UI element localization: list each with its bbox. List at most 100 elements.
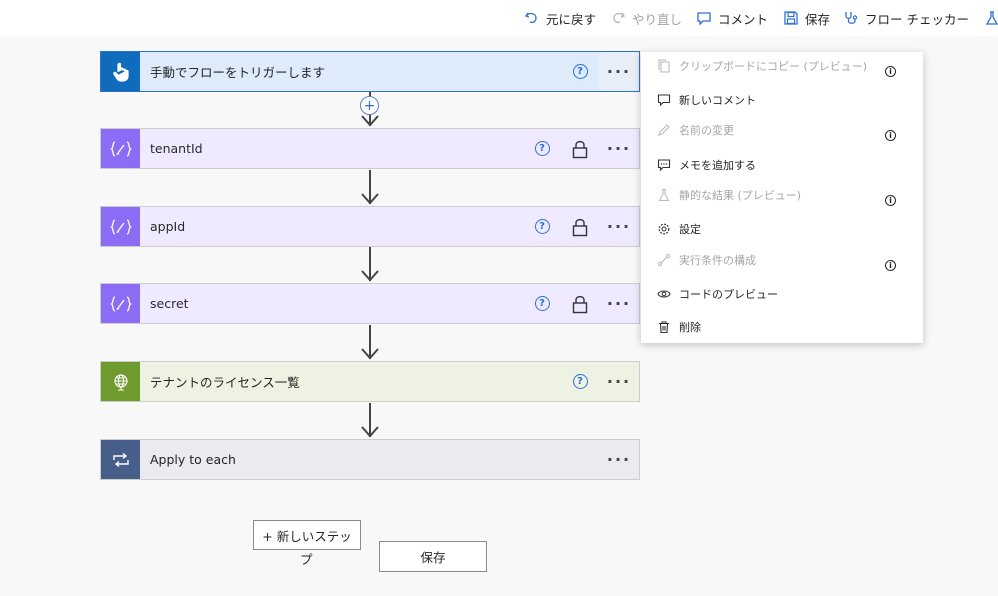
menu-item-rename[interactable]: 名前の変更 <box>657 120 734 140</box>
insert-step-button[interactable]: + <box>360 96 379 115</box>
menu-item-settings[interactable]: 設定 <box>657 219 701 239</box>
more-options-button[interactable]: ··· <box>606 450 632 469</box>
step-icon-box <box>101 129 140 168</box>
help-button[interactable]: ? <box>561 362 599 401</box>
lock-icon <box>572 140 588 158</box>
test-button[interactable] <box>984 8 998 28</box>
new-step-button[interactable]: + 新しいステッ <box>253 520 361 550</box>
step-icon-box <box>101 207 140 246</box>
info-icon[interactable]: i <box>885 66 896 77</box>
comment-icon <box>697 12 711 26</box>
connector-arrow <box>361 170 379 206</box>
redo-button[interactable]: やり直し <box>610 8 682 28</box>
step-icon-box <box>101 284 140 323</box>
more-options-button[interactable]: ··· <box>606 139 632 158</box>
undo-button[interactable]: 元に戻す <box>524 8 596 28</box>
undo-label: 元に戻す <box>546 11 597 27</box>
step-icon-box <box>101 52 140 91</box>
gear-icon <box>658 223 670 235</box>
info-icon[interactable]: i <box>885 260 896 271</box>
help-button[interactable]: ? <box>523 284 561 323</box>
lock-button[interactable] <box>561 207 599 246</box>
step-title: tenantId <box>150 141 203 156</box>
more-options-button[interactable]: ··· <box>606 294 632 313</box>
menu-item-label: 名前の変更 <box>679 124 734 137</box>
loop-icon <box>112 452 129 467</box>
help-button[interactable]: ? <box>523 207 561 246</box>
menu-item-label: 実行条件の構成 <box>679 254 756 267</box>
step-title: テナントのライセンス一覧 <box>150 375 300 390</box>
pencil-icon <box>658 124 670 136</box>
info-icon[interactable]: i <box>885 130 896 141</box>
save-toolbar-label: 保存 <box>805 11 831 27</box>
variable-icon <box>109 218 132 235</box>
step-card-secret[interactable]: secret ? ··· <box>100 283 640 324</box>
connector-icon <box>657 253 671 267</box>
comment-button[interactable]: コメント <box>696 8 768 28</box>
step-icon-box <box>101 440 140 479</box>
menu-item-label: 削除 <box>679 321 701 334</box>
step-card-appid[interactable]: appId ? ··· <box>100 206 640 247</box>
eye-icon <box>657 290 671 298</box>
menu-item-delete[interactable]: 削除 <box>657 317 701 337</box>
command-bar: 元に戻す やり直し コメント 保存 フロー チェッカー <box>0 0 998 36</box>
step-title: secret <box>150 296 189 311</box>
variable-icon <box>109 140 132 157</box>
comment-icon <box>657 94 671 107</box>
help-button[interactable]: ? <box>561 52 599 91</box>
globe-icon <box>113 373 128 391</box>
flow-checker-label: フロー チェッカー <box>865 11 969 27</box>
menu-item-label: メモを追加する <box>679 159 756 172</box>
connector-arrow <box>361 325 379 361</box>
lock-button[interactable] <box>561 129 599 168</box>
menu-item-static-result[interactable]: 静的な結果 (プレビュー) <box>657 185 801 205</box>
connector-arrow <box>361 403 379 439</box>
copy-icon <box>658 59 670 73</box>
help-button[interactable]: ? <box>523 129 561 168</box>
floppy-icon <box>784 11 798 25</box>
comment-label: コメント <box>718 11 769 27</box>
menu-item-label: 静的な結果 (プレビュー) <box>679 189 802 202</box>
save-toolbar-button[interactable]: 保存 <box>783 8 830 28</box>
step-card-license-list[interactable]: テナントのライセンス一覧 ? ··· <box>100 361 640 402</box>
undo-icon <box>524 12 537 24</box>
more-options-button[interactable]: ··· <box>599 52 639 91</box>
lock-button[interactable] <box>561 284 599 323</box>
help-icon: ? <box>534 219 550 234</box>
help-icon: ? <box>572 64 588 79</box>
help-icon: ? <box>534 296 550 311</box>
menu-item-new-comment[interactable]: 新しいコメント <box>657 90 756 110</box>
more-options-button[interactable]: ··· <box>606 217 632 236</box>
help-icon: ? <box>534 141 550 156</box>
redo-label: やり直し <box>632 11 683 27</box>
variable-icon <box>109 295 132 312</box>
stethoscope-icon <box>845 12 858 24</box>
flask-icon <box>658 188 670 202</box>
connector-arrow <box>361 247 379 283</box>
menu-item-copy-clipboard[interactable]: クリップボードにコピー (プレビュー) <box>657 56 867 76</box>
step-title: appId <box>150 219 186 234</box>
step-card-trigger[interactable]: 手動でフローをトリガーします ? ··· <box>100 51 640 92</box>
menu-item-label: クリップボードにコピー (プレビュー) <box>679 60 868 73</box>
lock-icon <box>572 218 588 236</box>
menu-item-peek-code[interactable]: コードのプレビュー <box>657 284 778 304</box>
new-step-label-wrap: プ <box>300 552 313 567</box>
flask-icon <box>985 11 998 25</box>
step-icon-box <box>101 362 140 401</box>
step-title: Apply to each <box>150 452 236 467</box>
save-button[interactable]: 保存 <box>379 541 487 572</box>
menu-item-label: 設定 <box>679 223 701 236</box>
step-card-tenantid[interactable]: tenantId ? ··· <box>100 128 640 169</box>
menu-item-run-after[interactable]: 実行条件の構成 <box>657 250 756 270</box>
note-icon <box>657 159 671 172</box>
redo-icon <box>613 12 626 24</box>
trash-icon <box>659 321 669 334</box>
step-card-apply-to-each[interactable]: Apply to each ··· <box>100 439 640 480</box>
step-title: 手動でフローをトリガーします <box>150 65 326 80</box>
more-options-button[interactable]: ··· <box>606 372 632 391</box>
info-icon[interactable]: i <box>885 195 896 206</box>
touch-icon <box>112 62 129 82</box>
help-icon: ? <box>572 374 588 389</box>
flow-checker-button[interactable]: フロー チェッカー <box>843 8 969 28</box>
menu-item-add-note[interactable]: メモを追加する <box>657 155 756 175</box>
